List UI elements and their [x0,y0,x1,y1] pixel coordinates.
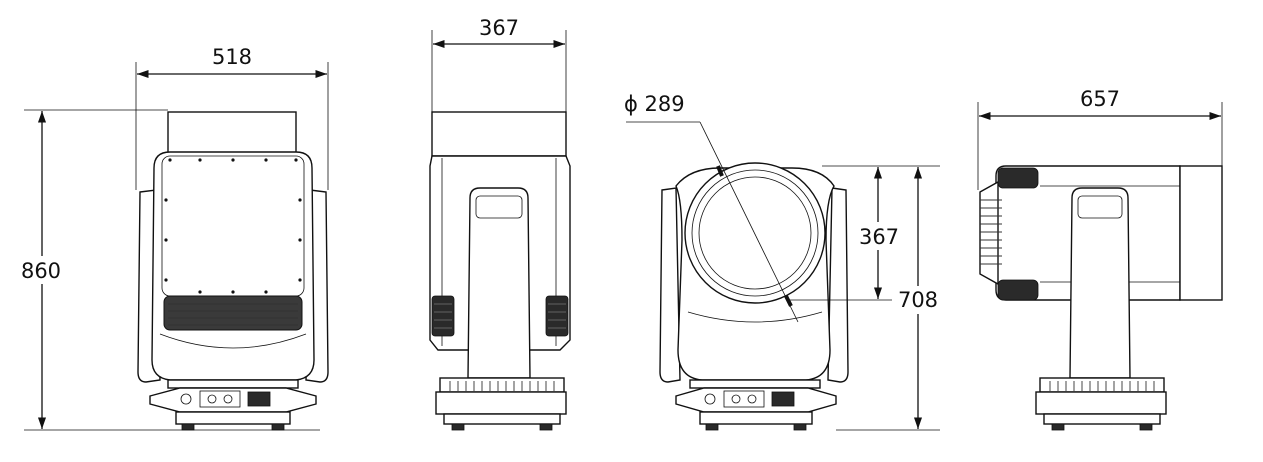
lens-overall-label: 708 [898,288,938,312]
dimension-back-length: 657 [977,87,1223,190]
front-view [137,111,329,431]
side-view [429,111,571,431]
back-length-label: 657 [1080,87,1120,111]
dimension-front-width: 518 [135,45,329,190]
dimension-lens-overall: 708 [836,167,942,431]
lens-height-label: 367 [859,225,899,249]
dimension-lens-height: 367 [790,165,940,301]
lens-diameter-label: ϕ 289 [624,92,685,116]
dimension-side-width: 367 [431,16,567,112]
lens-view [659,162,849,431]
back-view [979,165,1223,431]
front-width-label: 518 [212,45,252,69]
front-height-label: 860 [21,259,61,283]
dimension-lens-diameter: ϕ 289 [624,92,799,323]
dimension-front-height: 860 [20,109,320,431]
side-width-label: 367 [479,16,519,40]
